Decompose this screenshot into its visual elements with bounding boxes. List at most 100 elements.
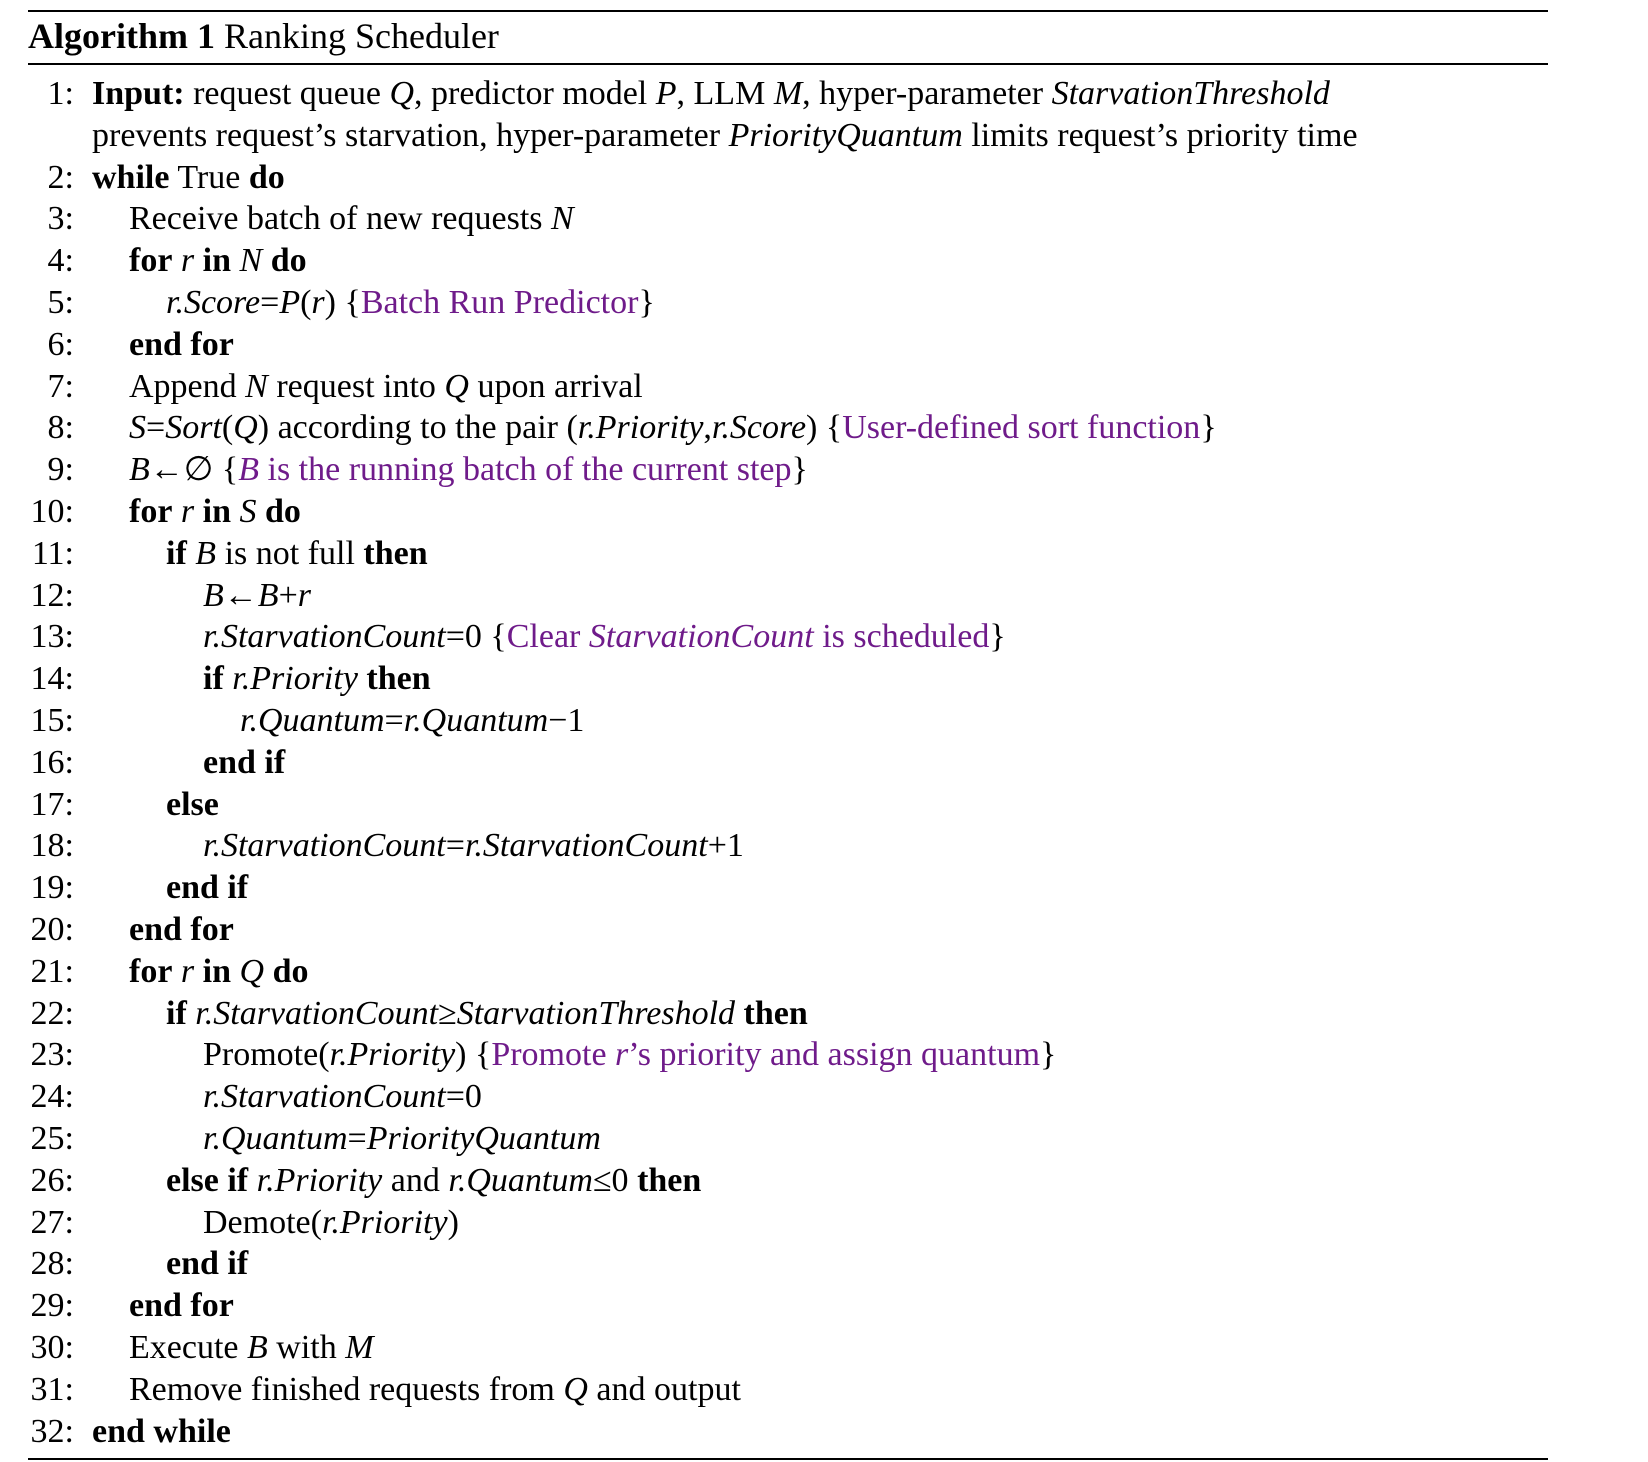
line-number: 10: — [30, 493, 74, 530]
line-text: else — [166, 784, 219, 826]
text-run — [172, 953, 181, 990]
math-symbol: r.Priority — [232, 660, 358, 698]
line-number: 30: — [30, 1329, 74, 1366]
keyword: if — [203, 660, 224, 698]
algorithm-line: 6:end for — [0, 324, 1648, 366]
comment-text: ’s priority and assign quantum — [628, 1036, 1041, 1074]
math-symbol: PriorityQuantum — [366, 1120, 601, 1157]
math-symbol: r.Priority — [329, 1036, 456, 1074]
text-run: , LLM — [676, 75, 774, 112]
text-run — [224, 660, 233, 697]
line-number: 6: — [47, 325, 74, 363]
math-symbol: M — [345, 1329, 374, 1366]
keyword: do — [270, 242, 307, 280]
algorithm-title: Ranking Scheduler — [223, 16, 499, 56]
line-number: 27: — [30, 1203, 74, 1241]
math-symbol: Q — [239, 952, 265, 990]
math-symbol: N — [239, 242, 263, 280]
line-number: 29: — [30, 1287, 74, 1325]
text-run: upon arrival — [468, 367, 643, 405]
keyword: then — [637, 1161, 702, 1199]
line-number: 17: — [30, 785, 74, 823]
line-text: Execute B with M — [129, 1327, 374, 1369]
text-run: limits request’s priority time — [962, 116, 1358, 154]
line-text: r.StarvationCount=0 — [203, 1076, 482, 1118]
comment-text: Clear — [506, 618, 589, 656]
line-text: Remove finished requests from Q and outp… — [129, 1369, 741, 1411]
text-run — [264, 953, 273, 990]
keyword: end for — [129, 1287, 234, 1325]
algorithm-line: 8:S=Sort(Q) according to the pair (r.Pri… — [0, 407, 1648, 449]
algorithm-line: 30: Execute B with M — [0, 1327, 1648, 1369]
math-symbol: r — [311, 284, 325, 321]
line-number: 24: — [30, 1078, 74, 1116]
text-run: True — [169, 158, 249, 196]
line-text: while True do — [92, 157, 285, 199]
math-symbol: r.Priority — [256, 1161, 383, 1199]
bottom-rule — [28, 1458, 1548, 1460]
text-run: prevents request’s starvation, hyper-par… — [92, 116, 729, 154]
text-run — [172, 242, 181, 279]
algorithm-label: Algorithm 1 — [28, 16, 215, 56]
line-text: end if — [166, 867, 248, 909]
algorithm-line: 20:end for — [0, 909, 1648, 951]
text-run: ) { — [324, 284, 361, 321]
text-run: ( — [221, 409, 234, 447]
line-number: 23: — [30, 1036, 74, 1074]
text-run: } — [989, 618, 1006, 656]
algorithm-line: 17: else — [0, 784, 1648, 826]
line-text: r.StarvationCount=r.StarvationCount+1 — [203, 825, 744, 867]
line-number: 14: — [30, 660, 74, 698]
line-number: 3: — [47, 200, 74, 238]
keyword: while — [92, 158, 170, 196]
line-text: Append N request into Q upon arrival — [129, 366, 643, 408]
algorithm-line: 28:end if — [0, 1243, 1648, 1285]
algorithm-line: 7:Append N request into Q upon arrival — [0, 366, 1648, 408]
text-run: } — [791, 451, 808, 489]
math-symbol: r.Score — [711, 409, 807, 447]
line-text: B←∅ {B is the running batch of the curre… — [129, 449, 808, 491]
keyword: end if — [203, 743, 286, 781]
algorithm-line: 26:else if r.Priority and r.Quantum≤0 th… — [0, 1160, 1648, 1202]
line-text: r.Score=P(r) {Batch Run Predictor} — [166, 282, 655, 324]
keyword: for — [129, 952, 173, 990]
text-run: −1 — [548, 702, 585, 739]
math-symbol: StarvationThreshold — [1051, 75, 1330, 112]
algorithm-line: 23:Promote(r.Priority) {Promote r’s prio… — [0, 1034, 1648, 1076]
algorithm-line: 1:Input: request queue Q, predictor mode… — [0, 73, 1648, 115]
math-symbol: r.Score — [166, 284, 261, 321]
line-text: for r in Q do — [129, 951, 309, 993]
line-number: 1: — [47, 75, 74, 112]
text-run: , — [703, 409, 712, 447]
text-run — [231, 242, 240, 279]
math-symbol: r.Priority — [577, 409, 704, 447]
text-run — [194, 493, 203, 530]
line-text: end while — [92, 1411, 231, 1453]
algorithm-line: 15:r.Quantum=r.Quantum−1 — [0, 700, 1648, 742]
line-number: 13: — [30, 618, 74, 656]
math-symbol: r.Quantum — [403, 702, 549, 739]
math-symbol: Q — [389, 75, 415, 112]
line-number: 8: — [47, 409, 74, 447]
text-run: = — [146, 409, 166, 447]
keyword: else — [166, 785, 219, 823]
text-run: and output — [587, 1370, 741, 1408]
text-run: Receive batch of new requests — [129, 200, 551, 238]
text-run: = — [384, 702, 404, 739]
algorithm-line: 3:Receive batch of new requests N — [0, 198, 1648, 240]
text-run: ) { — [455, 1036, 492, 1074]
line-text: B←B+r — [203, 575, 311, 617]
math-symbol: r.Quantum — [240, 702, 385, 739]
comment-text: Batch Run Predictor — [360, 284, 639, 321]
comment-text: User-defined sort function — [842, 409, 1201, 447]
algorithm-line: 16:end if — [0, 742, 1648, 784]
algorithm-line: 12:B←B+r — [0, 575, 1648, 617]
keyword: do — [248, 158, 285, 196]
text-run — [248, 1162, 257, 1199]
math-symbol: Q — [563, 1370, 588, 1408]
text-run: =0 { — [445, 618, 507, 656]
text-run — [194, 242, 203, 279]
math-symbol: PriorityQuantum — [728, 116, 963, 154]
top-rule — [28, 10, 1548, 12]
math-symbol: r — [180, 952, 195, 990]
